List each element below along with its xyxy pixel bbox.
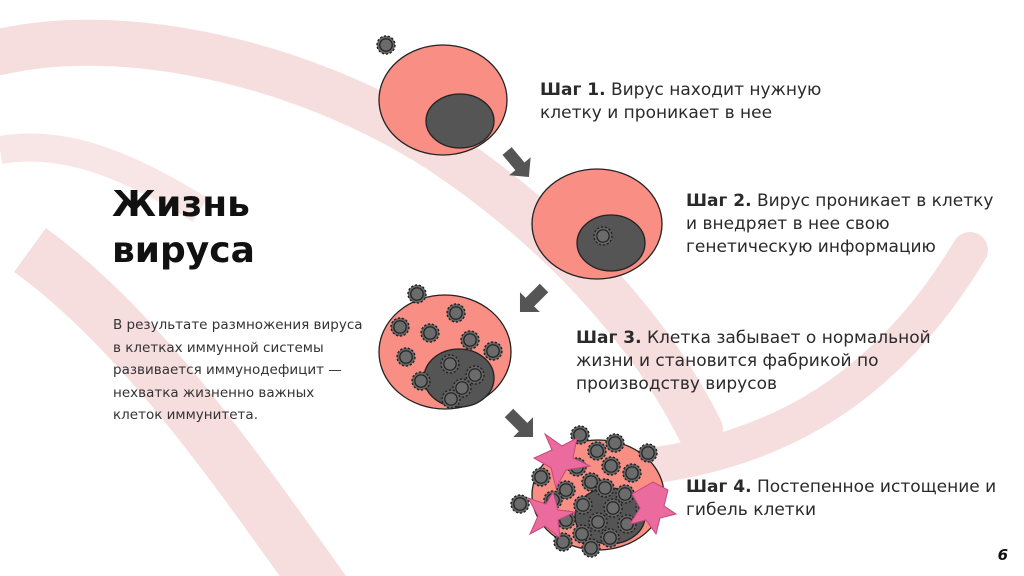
description-text: В результате размножения вируса в клетка… xyxy=(113,317,363,423)
burst-shapes xyxy=(526,432,678,540)
step-3-label: Шаг 3. xyxy=(576,328,642,348)
title-line-1: Жизнь xyxy=(112,184,250,225)
step-2-description: Вирус проникает в клетку и внедряет в не… xyxy=(686,191,994,257)
cell-step-2 xyxy=(531,168,663,280)
page-title: Жизнь вируса xyxy=(112,182,255,274)
virus-icon xyxy=(593,226,613,246)
arrow-down-left-icon xyxy=(510,278,554,322)
arrow-down-right-icon xyxy=(499,403,543,447)
step-4-text: Шаг 4. Постепенное истощение и гибель кл… xyxy=(686,476,1006,522)
step-2-text: Шаг 2. Вирус проникает в клетку и внедря… xyxy=(686,190,1006,259)
arrow-down-right-icon xyxy=(496,141,540,187)
step-4-description: Постепенное истощение и гибель клетки xyxy=(686,477,997,520)
step-4-label: Шаг 4. xyxy=(686,477,752,497)
virus-icon xyxy=(376,35,396,55)
step-1-label: Шаг 1. xyxy=(540,80,606,100)
cell-step-1 xyxy=(378,44,508,156)
step-2-label: Шаг 2. xyxy=(686,191,752,211)
step-3-text: Шаг 3. Клетка забывает о нормальной жизн… xyxy=(576,327,976,396)
title-line-2: вируса xyxy=(112,230,255,271)
step-1-description: Вирус находит нужную клетку и проникает … xyxy=(540,80,822,123)
nucleus-step-1 xyxy=(425,93,495,149)
step-1-text: Шаг 1. Вирус находит нужную клетку и про… xyxy=(540,79,860,125)
nucleus-step-2 xyxy=(576,214,646,272)
page-number: 6 xyxy=(997,546,1008,564)
step-3-description: Клетка забывает о нормальной жизни и ста… xyxy=(576,328,931,394)
